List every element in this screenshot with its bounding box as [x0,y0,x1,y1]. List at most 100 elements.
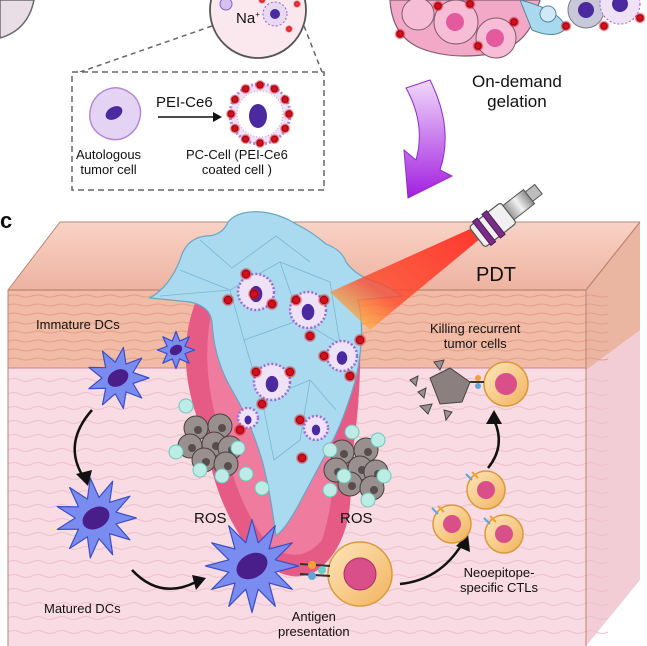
pc-cell-nucleus [301,303,315,321]
ce6-dot [636,14,644,22]
na-charge-text: + [255,10,260,19]
ce6-dot [281,125,289,132]
gel-strand [229,289,341,345]
skin-wave [7,588,609,592]
tumor-nucleus [348,482,356,490]
ce6-dot [281,96,289,103]
autologous-line2: tumor cell [80,161,137,177]
autologous-line1: Autologous [76,147,142,162]
partial-cell-left [0,0,35,39]
ce6-dot [256,139,264,147]
ros-bubble [360,492,376,508]
tumor-nucleus [340,450,348,458]
killing-line1: Killing recurrent [430,321,521,336]
ce6-dot [227,110,235,118]
gel-strand [159,289,231,297]
na-ion-magnifier [209,0,307,59]
tumor-cell-clumps [168,398,392,508]
pc-cell-line2: coated cell ) [201,161,272,177]
panel-letter: c [0,208,13,233]
ros-bubble [178,398,194,414]
matured-dcs-label: Matured DCs [44,601,121,616]
neoepitope-specific-ctls [431,470,524,554]
ce6-dot [268,300,276,308]
gel-strand [299,379,311,441]
pc-cell-nucleus [336,351,348,365]
ros-bubble [322,482,338,498]
ctl-nucleus [443,515,461,533]
na-ion-label: Na+ [236,10,260,27]
ce6-dot [346,372,354,380]
killer-ctl [470,361,529,407]
killing-line2: tumor cells [443,335,507,351]
gel-strand [199,235,311,269]
antigen-line2: presentation [278,623,350,639]
tumor-nucleus [194,426,202,434]
immature-dcs [88,330,196,410]
on-demand-line2: gelation [487,91,547,111]
dc-nucleus [107,369,129,387]
pdt-label: PDT [476,264,516,286]
ctl-receptor [471,471,479,479]
ros-bubble [214,468,230,484]
antigen-presentation-label: Antigen presentation [278,609,350,640]
ros-bubble [370,432,386,448]
ctl-receptor [431,507,439,515]
pdt-laser-device [469,183,543,247]
killing-arrow [487,419,501,469]
ce6-dot [271,85,278,93]
gelation-arrow [403,79,454,199]
ctl-receptor [437,505,445,513]
ce6-dot [242,85,249,93]
ros-bubble [192,462,208,478]
ros-bubble [376,468,392,484]
pc-cell-nucleus [311,424,321,436]
tumor-nucleus [188,444,196,452]
skin-wave [7,602,609,606]
pdt-laser-beam [330,214,510,330]
ce6-dot [242,135,249,143]
pc-cell-nucleus [244,415,252,425]
ros-bubble [238,466,254,482]
skin-wave [7,630,609,634]
ctl-nucleus [477,481,495,499]
skin-wave [7,616,609,620]
ctl-receptor [465,473,473,481]
maturation-arrow [73,409,93,479]
pc-cell-line1: PC-Cell (PEI-Ce6 [186,147,288,162]
ce6-dot [271,135,278,143]
naive-t-cell [327,541,393,607]
tumor-nucleus [218,424,226,432]
ce6-dot [224,296,232,304]
pei-ce6-label: PEI-Ce6 [156,94,213,111]
ros-bubble [344,424,360,440]
immature-dcs-label: Immature DCs [36,317,120,332]
ros-bubble [322,442,338,458]
ce6-dot [320,296,328,304]
ros-bubble [254,480,270,496]
ce6-dot [231,96,239,103]
migration-arrow [131,569,197,590]
dc-nucleus [82,506,110,530]
ce6-dot [285,110,293,118]
ce6-dots-cluster [394,0,646,52]
matured-dcs [56,477,300,614]
expansion-arrow [399,543,464,586]
ctl-receptor [483,517,491,525]
autologous-tumor-cell-label: Autologous tumor cell [76,147,142,178]
pc-cell-label: PC-Cell (PEI-Ce6 coated cell ) [186,147,288,178]
ce6-dot [474,42,482,50]
ce6-dot [356,336,364,344]
ce6-dot [510,18,518,26]
ce6-dot [396,30,404,38]
pc-cell-coated [228,82,292,146]
ce6-dot [258,400,266,408]
ros-bubble [336,468,352,484]
ce6-dot [252,368,260,376]
pc-cells-in-gel [221,267,367,465]
autologous-tumor-cell [89,87,142,141]
ce6-dot [256,81,264,89]
dc-nucleus [169,344,183,356]
ce6-dot [434,2,442,10]
ce6-dot [298,454,306,462]
